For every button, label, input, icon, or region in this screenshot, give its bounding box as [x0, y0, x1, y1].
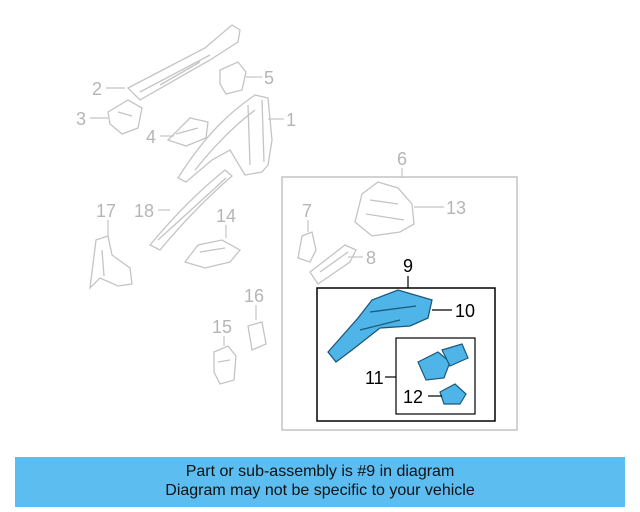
part-10-rail[interactable]: [327, 289, 433, 363]
parts-diagram: 2 3 4 5 1 6 7 13 8 17 18 14 16 15 9 10 1…: [76, 24, 518, 431]
info-banner: Part or sub-assembly is #9 in diagram Di…: [15, 457, 625, 507]
part-2-upper-rail: [126, 24, 241, 101]
part-7-bracket: [297, 231, 317, 263]
callout-7: 7: [302, 201, 312, 221]
part-15-bracket: [213, 345, 237, 385]
callout-17: 17: [96, 201, 116, 221]
part-11-bracket-upper[interactable]: [417, 351, 451, 381]
callout-18: 18: [134, 201, 154, 221]
part-4-gusset: [166, 117, 209, 147]
faded-leaders: [90, 76, 444, 346]
part-12-clip[interactable]: [439, 383, 467, 405]
part-13-wheelhouse: [354, 181, 415, 237]
group-box-11: [395, 337, 476, 415]
banner-line-1: Part or sub-assembly is #9 in diagram: [185, 463, 455, 480]
faded-parts-group: [89, 24, 415, 385]
callout-labels: 2 3 4 5 1 6 7 13 8 17 18 14 16 15 9 10 1…: [76, 68, 475, 407]
callout-3: 3: [76, 109, 86, 129]
callout-12[interactable]: 12: [403, 387, 423, 407]
callout-14: 14: [216, 206, 236, 226]
callout-2: 2: [92, 79, 102, 99]
part-16-clip: [247, 321, 267, 351]
part-9-assembly[interactable]: [327, 289, 469, 405]
part-18-lower-rail: [148, 169, 233, 251]
part-11-bracket-right[interactable]: [441, 343, 469, 367]
part-14-bracket: [183, 239, 242, 269]
banner-line-2: Diagram may not be specific to your vehi…: [165, 482, 475, 499]
group-box-9: [316, 287, 496, 422]
part-5-bracket: [219, 61, 247, 95]
part-17-support: [89, 235, 133, 290]
callout-10[interactable]: 10: [455, 301, 475, 321]
callout-9[interactable]: 9: [403, 256, 413, 276]
part-1-apron: [177, 94, 273, 183]
callout-8: 8: [366, 248, 376, 268]
part-8-extension: [309, 244, 357, 285]
active-leaders: [385, 276, 452, 397]
callout-16: 16: [244, 286, 264, 306]
callout-1: 1: [286, 110, 296, 130]
part-3-bracket: [107, 99, 143, 135]
callout-5: 5: [264, 68, 274, 88]
callout-13: 13: [446, 198, 466, 218]
callout-11[interactable]: 11: [365, 368, 384, 388]
callout-15: 15: [212, 317, 232, 337]
callout-4: 4: [146, 127, 156, 147]
group-box-6: [281, 176, 518, 431]
callout-6: 6: [397, 149, 407, 169]
